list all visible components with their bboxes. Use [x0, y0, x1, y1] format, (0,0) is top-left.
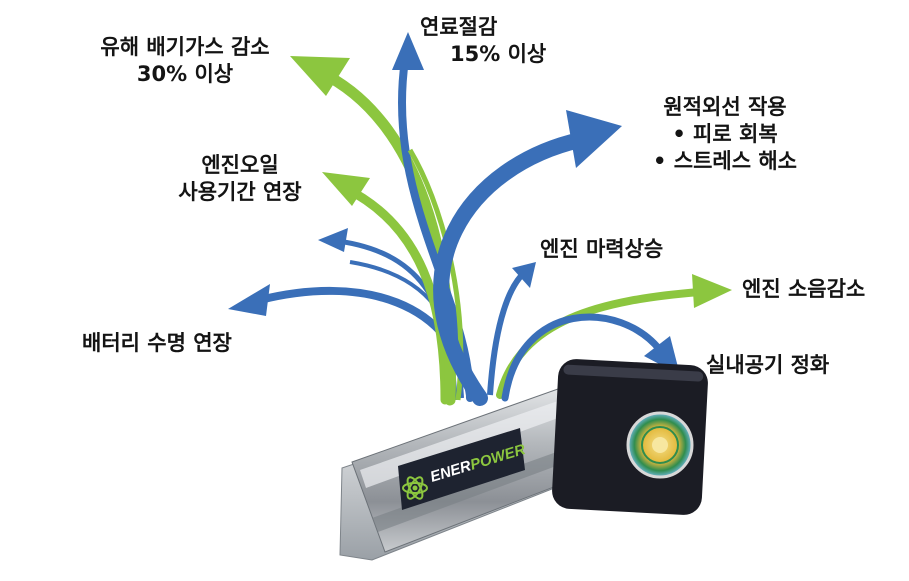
- seal-emblem: [626, 411, 694, 479]
- label-battery-line1: 배터리 수명 연장: [82, 331, 232, 355]
- label-infrared-line1: 원적외선 작용: [663, 95, 787, 119]
- arrow-noise-head: [692, 274, 732, 308]
- label-horsepower: 엔진 마력상승: [540, 236, 663, 263]
- label-noise-line1: 엔진 소음감소: [742, 277, 866, 301]
- label-battery: 배터리 수명 연장: [82, 330, 232, 357]
- atom-logo-icon: [402, 476, 428, 500]
- brand-plate: ENER POWER: [398, 428, 528, 510]
- label-infrared: 원적외선 작용 • 피로 회복 • 스트레스 해소: [640, 94, 810, 175]
- label-air-line1: 실내공기 정화: [706, 353, 830, 377]
- label-engine-oil-line2: 사용기간 연장: [178, 180, 302, 204]
- arrow-infrared-head: [566, 110, 622, 168]
- enerpower-device: ENER POWER: [339, 359, 708, 561]
- label-fuel-line1: 연료절감: [420, 15, 498, 39]
- arrow-infrared: [433, 132, 588, 406]
- label-engine-oil: 엔진오일 사용기간 연장: [160, 152, 320, 206]
- arrow-battery-head: [228, 284, 270, 316]
- arrow-horsepower-head: [512, 262, 536, 288]
- arrow-fuel-head: [392, 32, 424, 70]
- label-exhaust: 유해 배기가스 감소 30% 이상: [82, 34, 288, 88]
- arrow-air: [501, 313, 664, 402]
- device-end-cap-edge: [563, 364, 704, 382]
- label-air: 실내공기 정화: [706, 352, 829, 379]
- label-infrared-line2: • 피로 회복: [672, 122, 778, 146]
- label-engine-oil-line1: 엔진오일: [201, 153, 279, 177]
- label-exhaust-line2: 30% 이상: [136, 62, 234, 86]
- arrow-engine-oil: [340, 183, 450, 405]
- label-fuel: 연료절감 15% 이상: [420, 14, 546, 68]
- label-noise: 엔진 소음감소: [742, 276, 865, 303]
- label-horsepower-line1: 엔진 마력상승: [540, 237, 664, 261]
- arrow-engine-oil-head: [322, 172, 370, 206]
- arrow-exhaust-head: [290, 56, 350, 96]
- label-exhaust-line1: 유해 배기가스 감소: [100, 35, 270, 59]
- arrow-horsepower: [487, 269, 528, 396]
- label-fuel-line2: 15% 이상: [450, 42, 547, 66]
- device-groove: [372, 440, 594, 532]
- arrow-wisp-left-1-head: [318, 228, 348, 252]
- label-infrared-line3: • 스트레스 해소: [653, 149, 797, 173]
